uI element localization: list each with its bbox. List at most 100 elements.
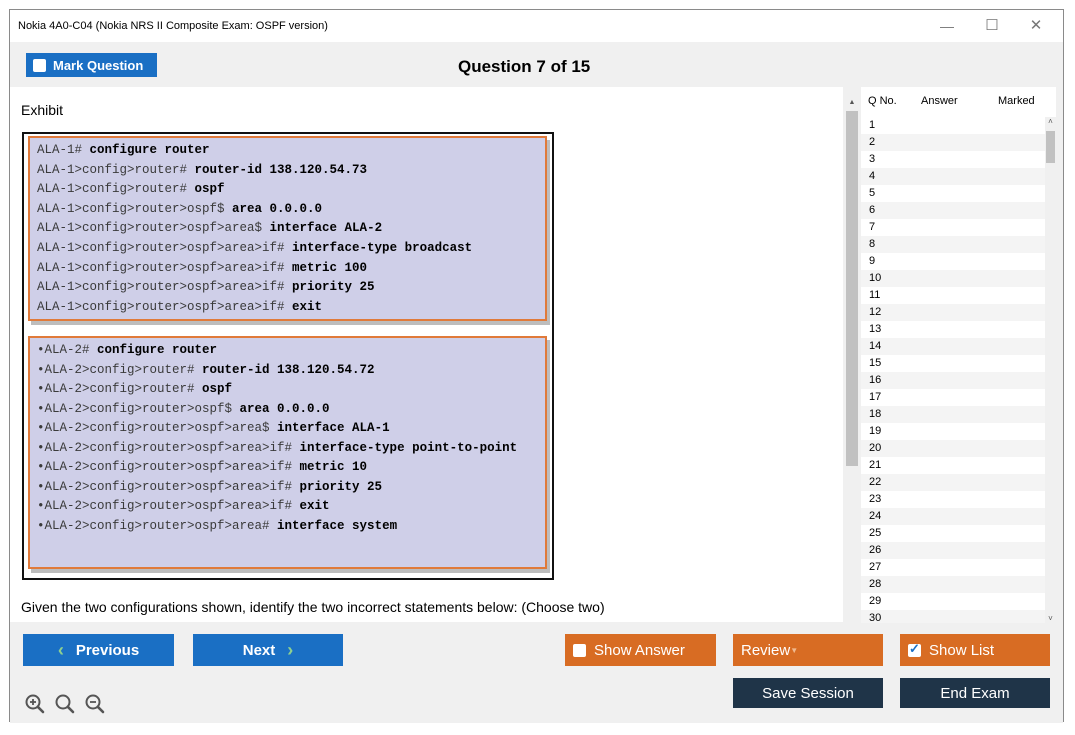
config-line: ALA-1# configure router bbox=[37, 141, 538, 161]
question-list-row[interactable]: 11 bbox=[869, 289, 881, 301]
chevron-down-icon: ▼ bbox=[790, 645, 799, 655]
question-list-row[interactable]: 13 bbox=[869, 323, 882, 335]
ala2-config-block: •ALA-2# configure router•ALA-2>config>ro… bbox=[28, 336, 547, 569]
config-command: interface ALA-2 bbox=[269, 221, 383, 236]
config-line: •ALA-2>config>router>ospf>area# interfac… bbox=[37, 517, 538, 537]
show-answer-button[interactable]: Show Answer bbox=[565, 634, 716, 666]
config-line: •ALA-2>config>router>ospf>area$ interfac… bbox=[37, 419, 538, 439]
window-title: Nokia 4A0-C04 (Nokia NRS II Composite Ex… bbox=[18, 20, 328, 32]
previous-button[interactable]: ‹ Previous bbox=[23, 634, 174, 666]
config-command: configure router bbox=[97, 343, 218, 357]
list-scroll-down-icon[interactable]: ˅ bbox=[1048, 614, 1053, 623]
question-list-row[interactable]: 28 bbox=[861, 576, 1045, 593]
show-answer-label: Show Answer bbox=[594, 641, 685, 659]
config-command: router-id 138.120.54.73 bbox=[194, 162, 368, 177]
question-list-row[interactable]: 2 bbox=[861, 134, 1045, 151]
question-list-scrollbar[interactable]: ˄ ˅ bbox=[1045, 117, 1056, 623]
question-list-row[interactable]: 10 bbox=[861, 270, 1045, 287]
config-command: interface ALA-1 bbox=[277, 421, 390, 436]
review-label: Review bbox=[741, 641, 791, 659]
question-list-row[interactable]: 15 bbox=[869, 357, 882, 369]
save-session-button[interactable]: Save Session bbox=[733, 678, 883, 708]
config-command: ospf bbox=[194, 182, 225, 197]
mark-question-label: Mark Question bbox=[53, 57, 144, 73]
config-line: •ALA-2>config>router>ospf>area>if# exit bbox=[37, 497, 538, 517]
save-session-label: Save Session bbox=[762, 684, 854, 702]
minimize-button[interactable]: — bbox=[940, 18, 954, 34]
mark-question-button[interactable]: Mark Question bbox=[26, 53, 157, 77]
question-list-row[interactable]: 17 bbox=[869, 391, 882, 403]
chevron-right-icon: › bbox=[287, 639, 294, 660]
config-command: metric 10 bbox=[299, 459, 368, 474]
config-prompt: •ALA-2>config>router>ospf>area$ bbox=[37, 421, 278, 436]
list-scrollbar-thumb[interactable] bbox=[1046, 131, 1055, 163]
config-prompt: ALA-1>config>router>ospf>area>if# bbox=[37, 280, 293, 295]
show-list-button[interactable]: Show List bbox=[900, 634, 1050, 666]
question-list-row[interactable]: 18 bbox=[861, 406, 1045, 423]
config-prompt: •ALA-2>config>router>ospf>area>if# bbox=[37, 459, 300, 474]
question-list-row[interactable]: 14 bbox=[861, 338, 1045, 355]
question-list-row[interactable]: 22 bbox=[861, 474, 1045, 491]
config-line: •ALA-2>config>router>ospf$ area 0.0.0.0 bbox=[37, 400, 538, 420]
question-list-row[interactable]: 5 bbox=[869, 187, 876, 199]
next-button[interactable]: Next › bbox=[193, 634, 343, 666]
config-line: ALA-1>config>router# ospf bbox=[37, 180, 538, 200]
question-list-row[interactable]: 6 bbox=[861, 202, 1045, 219]
question-list-row[interactable]: 12 bbox=[861, 304, 1045, 321]
list-scroll-up-icon[interactable]: ˄ bbox=[1048, 117, 1053, 126]
config-prompt: •ALA-2>config>router# bbox=[37, 382, 203, 397]
config-command: metric 100 bbox=[292, 260, 368, 275]
zoom-reset-icon[interactable] bbox=[54, 693, 76, 715]
question-list-row[interactable]: 20 bbox=[861, 440, 1045, 457]
question-text: Given the two configurations shown, iden… bbox=[21, 599, 605, 615]
zoom-in-icon[interactable] bbox=[24, 693, 46, 715]
scrollbar-thumb[interactable] bbox=[846, 111, 858, 466]
question-list-row[interactable]: 9 bbox=[869, 255, 876, 267]
config-command: priority 25 bbox=[292, 280, 375, 295]
config-prompt: ALA-1>config>router# bbox=[37, 162, 195, 177]
config-line: •ALA-2>config>router# ospf bbox=[37, 380, 538, 400]
question-list-row[interactable]: 1 bbox=[869, 119, 876, 131]
mark-checkbox-icon bbox=[33, 58, 46, 72]
question-list-row[interactable]: 29 bbox=[869, 595, 882, 607]
config-line: ALA-1>config>router# router-id 138.120.5… bbox=[37, 161, 538, 181]
close-button[interactable]: ✕ bbox=[1029, 17, 1043, 34]
question-header: Mark Question Question 7 of 15 bbox=[10, 42, 1063, 87]
end-exam-button[interactable]: End Exam bbox=[900, 678, 1050, 708]
show-list-label: Show List bbox=[929, 641, 995, 659]
exhibit-label: Exhibit bbox=[21, 102, 64, 118]
question-list-row[interactable]: 30 bbox=[861, 610, 1045, 627]
question-list-row[interactable]: 19 bbox=[869, 425, 882, 437]
config-line: •ALA-2>config>router# router-id 138.120.… bbox=[37, 361, 538, 381]
config-line: •ALA-2>config>router>ospf>area>if# metri… bbox=[37, 458, 538, 478]
question-list-header: Q No. Answer Marked bbox=[861, 87, 1056, 117]
config-line: ALA-1>config>router>ospf>area>if# metric… bbox=[37, 259, 538, 279]
question-list-row[interactable]: 24 bbox=[861, 508, 1045, 525]
question-list-row[interactable]: 8 bbox=[861, 236, 1045, 253]
question-list-row[interactable]: 23 bbox=[869, 493, 882, 505]
content-scrollbar[interactable]: ▲ ▼ bbox=[844, 96, 860, 632]
question-list-row[interactable]: 4 bbox=[861, 168, 1045, 185]
question-list-row[interactable]: 16 bbox=[861, 372, 1045, 389]
question-list-row[interactable]: 26 bbox=[861, 542, 1045, 559]
question-list-row[interactable]: 7 bbox=[869, 221, 876, 233]
question-list-row[interactable]: 25 bbox=[869, 527, 882, 539]
question-list-row[interactable]: 3 bbox=[869, 153, 876, 165]
scroll-up-icon[interactable]: ▲ bbox=[848, 99, 856, 106]
question-list-row[interactable]: 21 bbox=[869, 459, 882, 471]
exam-window: Nokia 4A0-C04 (Nokia NRS II Composite Ex… bbox=[9, 9, 1064, 723]
config-prompt: ALA-1>config>router>ospf$ bbox=[37, 201, 233, 216]
maximize-button[interactable]: ☐ bbox=[985, 17, 999, 34]
config-prompt: •ALA-2>config>router>ospf>area>if# bbox=[37, 440, 300, 455]
config-command: area 0.0.0.0 bbox=[239, 401, 330, 416]
config-prompt: •ALA-2>config>router>ospf$ bbox=[37, 401, 240, 416]
review-dropdown[interactable]: Review ▼ bbox=[733, 634, 883, 666]
zoom-out-icon[interactable] bbox=[84, 693, 106, 715]
config-line: •ALA-2>config>router>ospf>area>if# inter… bbox=[37, 440, 538, 455]
question-list-row[interactable]: 27 bbox=[869, 561, 882, 573]
config-prompt: ALA-1>config>router>ospf>area>if# bbox=[37, 299, 293, 314]
config-command: ospf bbox=[202, 382, 233, 397]
